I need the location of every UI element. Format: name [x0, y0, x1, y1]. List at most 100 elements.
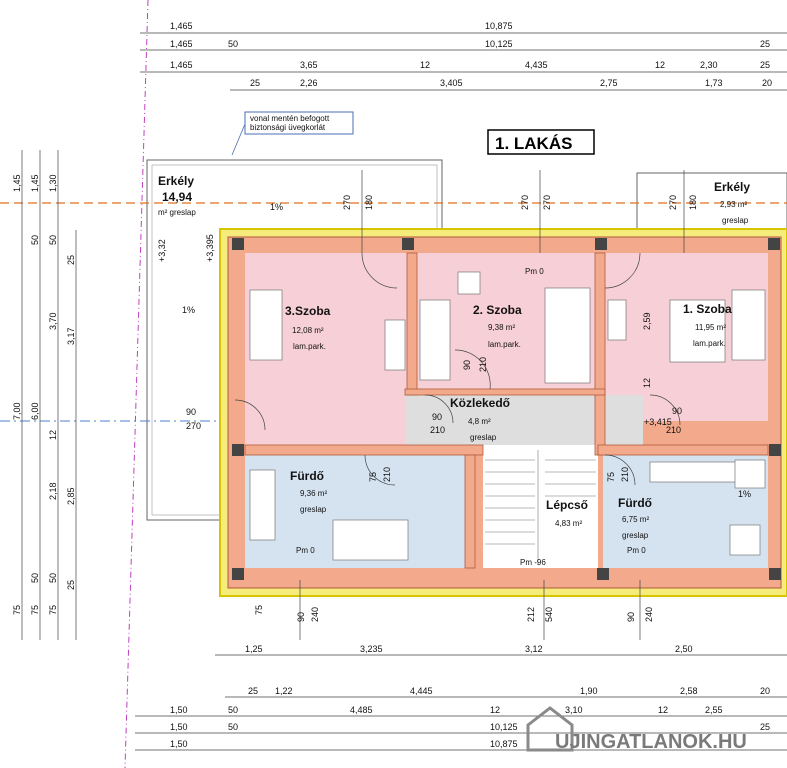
dim-label: 3,70: [48, 312, 58, 330]
dim-label: 1,30: [48, 174, 58, 192]
dim-label: 540: [544, 607, 554, 622]
stairs-area: 4,83 m²: [555, 519, 582, 528]
dim-label: 1,45: [12, 174, 22, 192]
watermark: UJINGATLANOK.HU: [526, 706, 747, 753]
left-dimension-lines: [21, 150, 77, 640]
page-title: 1. LAKÁS: [495, 134, 572, 153]
dim-label: 2,55: [705, 705, 723, 715]
dim-label: 240: [310, 607, 320, 622]
dim-label: 180: [688, 195, 698, 210]
bath-left-floor-type: greslap: [300, 505, 327, 514]
balcony-right-floor-type: greslap: [722, 216, 749, 225]
interior-walls: [244, 252, 769, 569]
property-line: [124, 0, 149, 768]
bath-right-floor-type: greslap: [622, 531, 649, 540]
dim-label: 2,26: [300, 78, 318, 88]
dim-label: 2,58: [680, 686, 698, 696]
dim-label: 3,235: [360, 644, 383, 654]
dim-label: 10,875: [485, 21, 513, 31]
top-dim-labels: 1,465 10,875 1,465 50 10,125 25 1,465 3,…: [170, 21, 772, 88]
dim-label: 1,90: [580, 686, 598, 696]
level-label: +3,395: [205, 234, 215, 262]
level-label: +3,32: [157, 239, 167, 262]
dim-label: 25: [760, 39, 770, 49]
dim-label: 3,17: [66, 327, 76, 345]
note-line2: biztonsági üvegkorlát: [250, 123, 326, 132]
dim-label: 90: [432, 412, 442, 422]
dim-label: 3,65: [300, 60, 318, 70]
dim-label: 50: [30, 573, 40, 583]
glass-railing-note-box: [244, 111, 354, 135]
dim-label: 210: [666, 425, 681, 435]
room-2-name: 2. Szoba: [473, 303, 522, 317]
level-label: +3,415: [644, 417, 672, 427]
dim-label: 10,125: [485, 39, 513, 49]
dim-label: 4,445: [410, 686, 433, 696]
dim-label: 12: [658, 705, 668, 715]
bottom-dimension-lines: [135, 654, 787, 751]
slope-label: 1%: [182, 305, 195, 315]
door-reference-lines: [299, 170, 685, 640]
dim-label: 270: [668, 195, 678, 210]
room-3-lower: [245, 393, 405, 445]
dim-label: 75: [12, 605, 22, 615]
note-line1: vonal mentén befogott: [250, 114, 330, 123]
dim-label: 50: [48, 573, 58, 583]
dim-label: 2,75: [600, 78, 618, 88]
bath-left-level: Pm 0: [296, 546, 315, 555]
watermark-text: UJINGATLANOK.HU: [555, 731, 747, 753]
dim-label: 90: [296, 612, 306, 622]
room-2-area: 9,38 m²: [488, 323, 515, 332]
stair-treads: [485, 450, 596, 565]
dim-label: 2,18: [48, 482, 58, 500]
room-1-name: 1. Szoba: [683, 302, 732, 316]
dim-label: 3,405: [440, 78, 463, 88]
dim-label: 1,25: [245, 644, 263, 654]
furniture: [249, 271, 766, 561]
bath-left-area: 9,36 m²: [300, 489, 327, 498]
dim-label: 2,85: [66, 487, 76, 505]
dim-label: 50: [228, 705, 238, 715]
house-logo-icon: [526, 706, 574, 752]
dim-label: 1,50: [170, 722, 188, 732]
dim-label: 270: [542, 195, 552, 210]
dim-label: 90: [626, 612, 636, 622]
dim-label: 1,50: [170, 739, 188, 749]
dim-label: 270: [520, 195, 530, 210]
slope-label: 1%: [738, 489, 751, 499]
bottom-dim-labels: 1,25 3,235 3,12 2,50 25 1,22 4,445 1,90 …: [170, 644, 770, 749]
dim-label: 25: [66, 255, 76, 265]
dim-label: 4,435: [525, 60, 548, 70]
title-frame: [487, 129, 595, 155]
left-dim-labels: 1,45 1,45 1,30 50 50 25 3,70 3,17 7,00 6…: [12, 174, 76, 615]
room-3-name: 3.Szoba: [285, 304, 331, 318]
bath-right-name: Fürdő: [618, 496, 652, 510]
dim-label: 210: [620, 467, 630, 482]
dim-label: 12: [490, 705, 500, 715]
door-labels: 270 180 270 270 270 180 90 210 90 210 90…: [157, 195, 751, 622]
balcony-left-name: Erkély: [158, 174, 194, 188]
note-leader: [231, 123, 246, 156]
balcony-right-name: Erkély: [714, 180, 750, 194]
dim-label: 210: [478, 357, 488, 372]
dim-label: 1,465: [170, 21, 193, 31]
dim-label: 3,12: [525, 644, 543, 654]
corridor-floor-type: greslap: [470, 433, 497, 442]
dim-label: 90: [672, 406, 682, 416]
dim-label: 270: [342, 195, 352, 210]
dim-label: 3,10: [565, 705, 583, 715]
stairs-floor: [483, 445, 598, 568]
dim-label: 20: [760, 686, 770, 696]
room-3-floor-type: lam.park.: [293, 342, 326, 351]
dim-label: 75: [48, 605, 58, 615]
dim-label: 25: [250, 78, 260, 88]
dim-label: 10,875: [490, 739, 518, 749]
dim-label: 20: [762, 78, 772, 88]
dim-label: 180: [364, 195, 374, 210]
dim-label: 50: [228, 39, 238, 49]
dim-label: 1,465: [170, 39, 193, 49]
stairs-level: Pm -96: [520, 558, 546, 567]
dim-label: 7,00: [12, 402, 22, 420]
dim-label: 25: [760, 722, 770, 732]
